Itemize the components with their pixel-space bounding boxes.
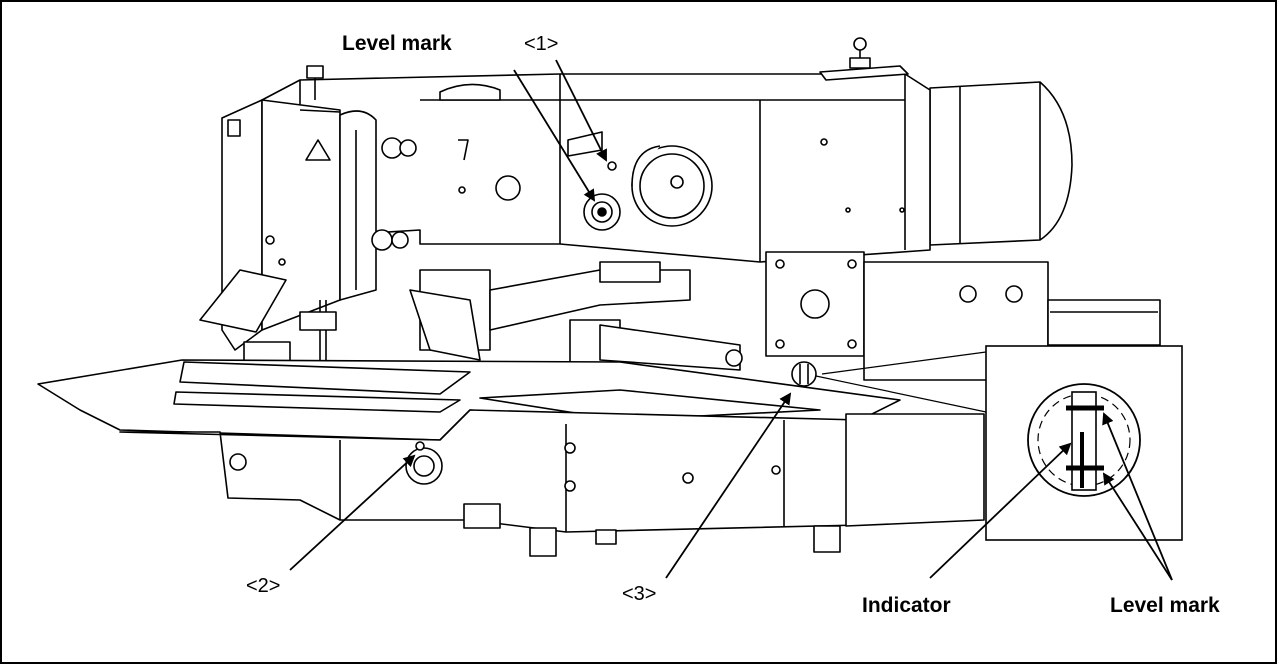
arrow-callout-3 [665,392,792,579]
arrow-callout-1 [555,59,607,162]
label-callout-3: <3> [622,583,656,605]
stepper-plate [765,251,865,357]
label-level-mark-top: Level mark [342,32,452,55]
arrow-callout-2 [289,454,416,571]
arrow-level-mark-top [513,69,596,202]
machine-arm [261,73,931,263]
tension-knobs [371,137,417,251]
oil-gauge-arm [567,131,621,231]
thread-tension-top [306,37,909,101]
inset-leader-top [815,375,987,413]
arrow-level-lower [1102,472,1173,581]
oil-gauge-small [791,361,817,387]
base-front [119,409,861,533]
inset-view [985,345,1183,541]
machine-feet [529,525,841,557]
hand-wheel [631,145,713,227]
take-up-cover [339,110,377,301]
base-right [845,413,985,527]
motor-housing [929,81,1073,246]
label-indicator: Indicator [862,594,951,617]
wiper-plate [199,269,287,333]
inset-leader-bottom [821,351,987,375]
callout-arrows [289,59,1173,581]
arrow-indicator [929,442,1072,579]
label-level-mark-bottom: Level mark [1110,594,1220,617]
label-callout-1: <1> [524,33,558,55]
label-callout-2: <2> [246,575,280,597]
arm-details [458,138,905,213]
arrow-level-upper [1102,412,1173,581]
